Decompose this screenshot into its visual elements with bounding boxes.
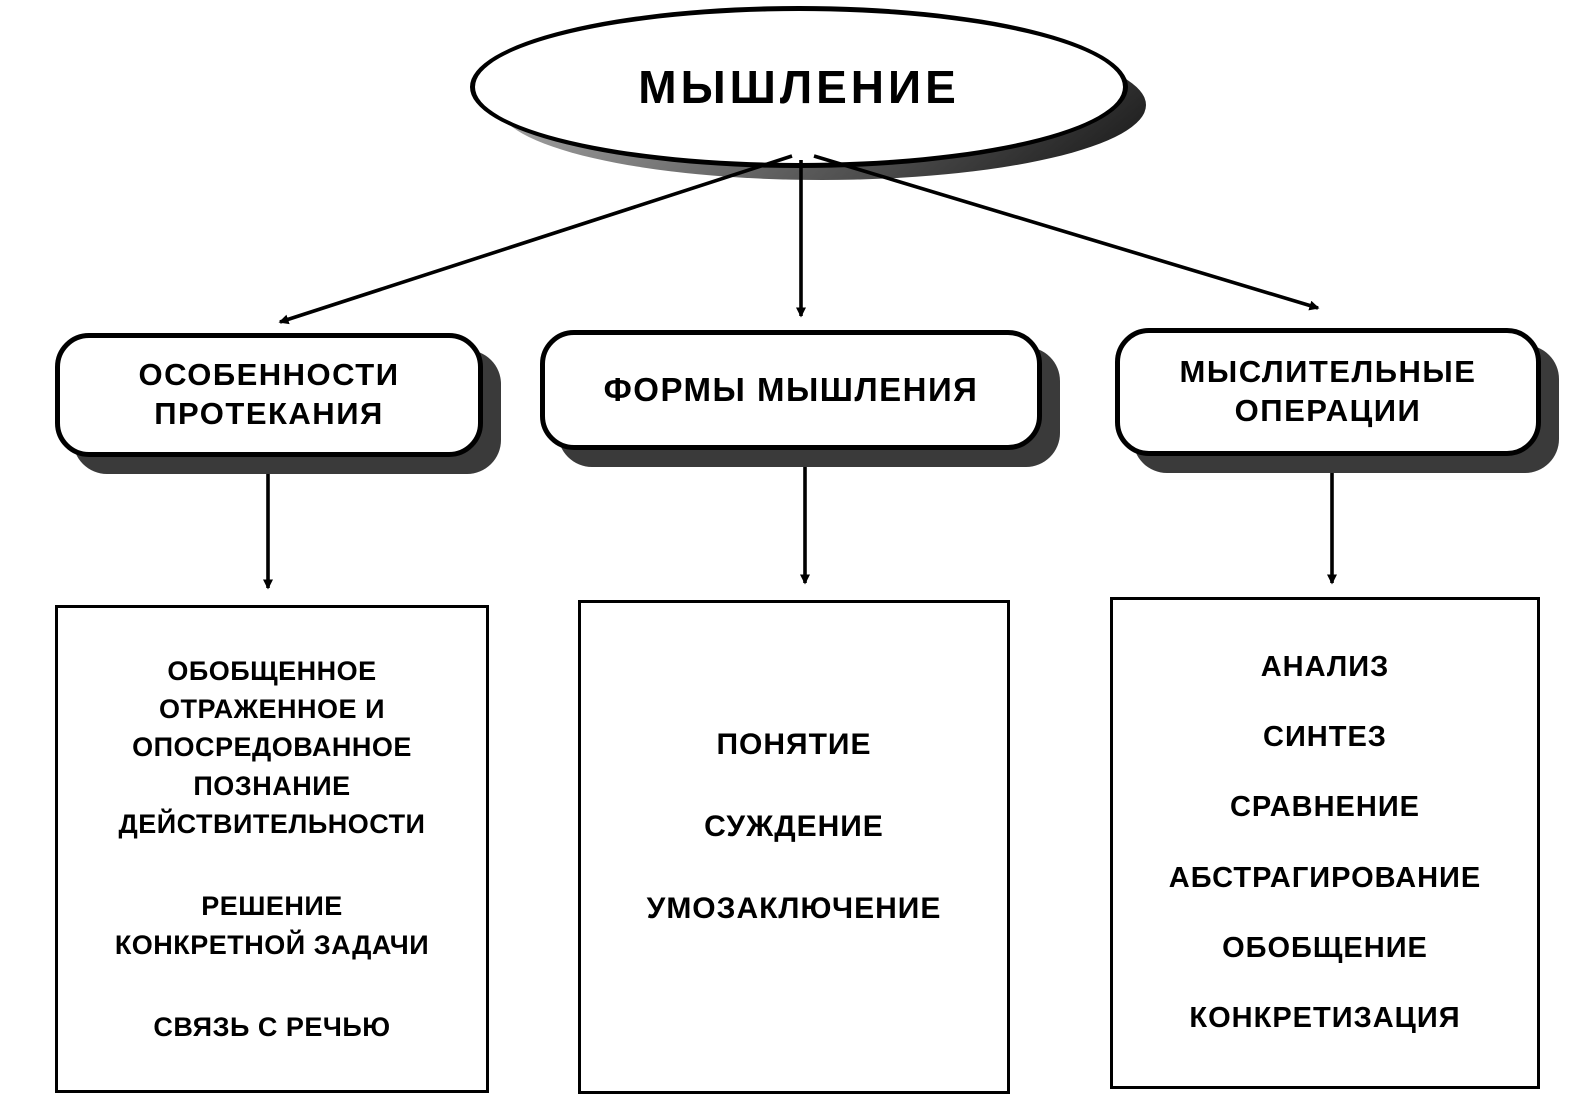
ops-item-synthesis: СИНТЕЗ [1263,721,1387,754]
root-node-label: МЫШЛЕНИЕ [638,61,960,113]
branch-box-operations: АНАЛИЗ СИНТЕЗ СРАВНЕНИЕ АБСТРАГИРОВАНИЕ … [1110,597,1540,1089]
features-item-task: РЕШЕНИЕ КОНКРЕТНОЙ ЗАДАЧИ [114,891,430,960]
branch-header-features: ОСОБЕННОСТИ ПРОТЕКАНИЯ [55,333,483,457]
forms-item-inference: УМОЗАКЛЮЧЕНИЕ [646,892,942,925]
branch-box-forms: ПОНЯТИЕ СУЖДЕНИЕ УМОЗАКЛЮЧЕНИЕ [578,600,1010,1094]
ops-item-generalization: ОБОБЩЕНИЕ [1222,931,1428,964]
branch-box-features: ОБОБЩЕННОЕ ОТРАЖЕННОЕ И ОПОСРЕДОВАННОЕ П… [55,605,489,1093]
features-item-cognition: ОБОБЩЕННОЕ ОТРАЖЕННОЕ И ОПОСРЕДОВАННОЕ П… [118,655,426,839]
root-node: МЫШЛЕНИЕ [470,6,1128,168]
arrow-root-to-features [278,154,793,325]
forms-item-judgement: СУЖДЕНИЕ [704,810,884,843]
branch-header-operations: МЫСЛИТЕЛЬНЫЕ ОПЕРАЦИИ [1115,328,1541,456]
ops-item-analysis: АНАЛИЗ [1260,651,1390,684]
ops-item-abstraction: АБСТРАГИРОВАНИЕ [1168,861,1482,894]
features-item-speech: СВЯЗЬ С РЕЧЬЮ [153,1011,391,1042]
ops-item-concretization: КОНКРЕТИЗАЦИЯ [1189,1001,1461,1034]
ops-item-comparison: СРАВНЕНИЕ [1229,791,1421,824]
arrow-root-to-operations [813,154,1320,311]
forms-item-concept: ПОНЯТИЕ [716,728,872,761]
branch-header-forms: ФОРМЫ МЫШЛЕНИЯ [540,330,1042,450]
